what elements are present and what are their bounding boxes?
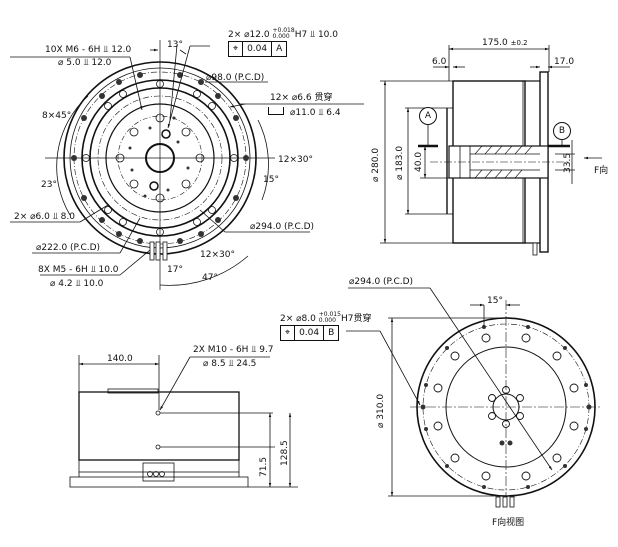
counterbore-callout: ⌀11.0 ⫫ 6.4 xyxy=(268,107,341,118)
pin-hole-8-tol-lower: 0.000 xyxy=(318,317,336,324)
flange-left-6: 6.0 xyxy=(432,57,447,67)
width-140: 140.0 xyxy=(107,354,133,364)
pcd-98-label: ⌀98.0 (P.C.D) xyxy=(206,73,265,83)
m5-drill-callout: ⌀ 4.2 ⫫ 10.0 xyxy=(50,279,104,289)
dia-183: ⌀ 183.0 xyxy=(395,145,405,180)
angle-12x30-bottom: 12×30° xyxy=(200,250,235,260)
m10-thread-callout: 2X M10 - 6H ⫫ 9.7 xyxy=(193,345,274,355)
pin-hole-8-suffix: H7贯穿 xyxy=(340,314,372,324)
fcf-position-a: ⌖ 0.04 A xyxy=(228,41,288,57)
flange-right-17: 17.0 xyxy=(554,57,575,67)
angle-15: 15° xyxy=(263,175,279,185)
fcf-a-value: 0.04 xyxy=(242,42,271,56)
front-view xyxy=(69,355,298,488)
length-175-value: 175.0 xyxy=(482,38,508,48)
angle-12x30-right: 12×30° xyxy=(278,155,313,165)
angle-8x45: 8×45° xyxy=(42,111,72,121)
position-tolerance-icon: ⌖ xyxy=(233,44,239,54)
hole-6-callout: 2× ⌀6.0 ⫫ 8.0 xyxy=(14,212,75,222)
fcf-b-datum: B xyxy=(323,326,338,340)
f-view-caption: F向视图 xyxy=(492,518,525,528)
angle-23: 23° xyxy=(41,180,57,190)
fcf-a-datum: A xyxy=(271,42,286,56)
dia-310: ⌀ 310.0 xyxy=(376,393,386,428)
thru-hole-callout: 12× ⌀6.6 贯穿 xyxy=(270,93,333,103)
m6-thread-callout: 10X M6 - 6H ⫫ 12.0 xyxy=(45,45,132,55)
m10-drill-callout: ⌀ 8.5 ⫫ 24.5 xyxy=(203,359,257,369)
side-section-view xyxy=(380,45,602,256)
counterbore-icon xyxy=(268,107,284,115)
dia-280: ⌀ 280.0 xyxy=(371,147,381,182)
datum-a: A xyxy=(419,107,437,125)
pin-hole-12-tol-lower: 0.000 xyxy=(272,33,290,40)
m6-drill-callout: ⌀ 5.0 ⫫ 12.0 xyxy=(58,58,112,68)
angle-47: 47° xyxy=(202,273,218,283)
angle-15-f: 15° xyxy=(487,296,503,306)
fcf-position-b: ⌖ 0.04 B xyxy=(280,325,340,341)
length-175: 175.0 ±0.2 xyxy=(482,38,528,48)
top-left-view xyxy=(10,40,364,290)
counterbore-value: ⌀11.0 ⫫ 6.4 xyxy=(290,108,341,118)
f-direction-label: F向 xyxy=(594,166,609,176)
pin-hole-12-tol-upper: +0.018 xyxy=(272,27,295,34)
pin-hole-8-size: 2× ⌀8.0 xyxy=(280,314,316,324)
bore-33-5: 33.5 xyxy=(563,152,573,173)
m5-thread-callout: 8X M5 - 6H ⫫ 10.0 xyxy=(38,265,119,275)
position-tolerance-icon: ⌖ xyxy=(285,328,291,338)
pin-hole-12-suffix: H7 ⫫ 10.0 xyxy=(294,30,338,40)
pin-hole-8-tol-upper: +0.015 xyxy=(318,311,341,318)
bore-40: 40.0 xyxy=(414,151,424,172)
fcf-b-value: 0.04 xyxy=(294,326,323,340)
angle-17: 17° xyxy=(167,265,183,275)
length-175-tol: ±0.2 xyxy=(510,39,528,47)
pcd-294-label: ⌀294.0 (P.C.D) xyxy=(250,222,315,232)
pin-hole-8-callout: 2× ⌀8.0 +0.015 0.000 H7贯穿 xyxy=(280,311,372,325)
height-128-5: 128.5 xyxy=(280,440,290,466)
f-direction-view xyxy=(346,287,602,508)
angle-13: 13° xyxy=(167,40,183,50)
pin-hole-12-size: 2× ⌀12.0 xyxy=(228,30,270,40)
pin-hole-12-callout: 2× ⌀12.0 +0.018 0.000 H7 ⫫ 10.0 xyxy=(228,27,338,41)
datum-b: B xyxy=(553,122,571,140)
pcd-222-label: ⌀222.0 (P.C.D) xyxy=(36,243,101,253)
pcd-294-f-label: ⌀294.0 (P.C.D) xyxy=(349,277,414,287)
height-71-5: 71.5 xyxy=(259,456,269,477)
